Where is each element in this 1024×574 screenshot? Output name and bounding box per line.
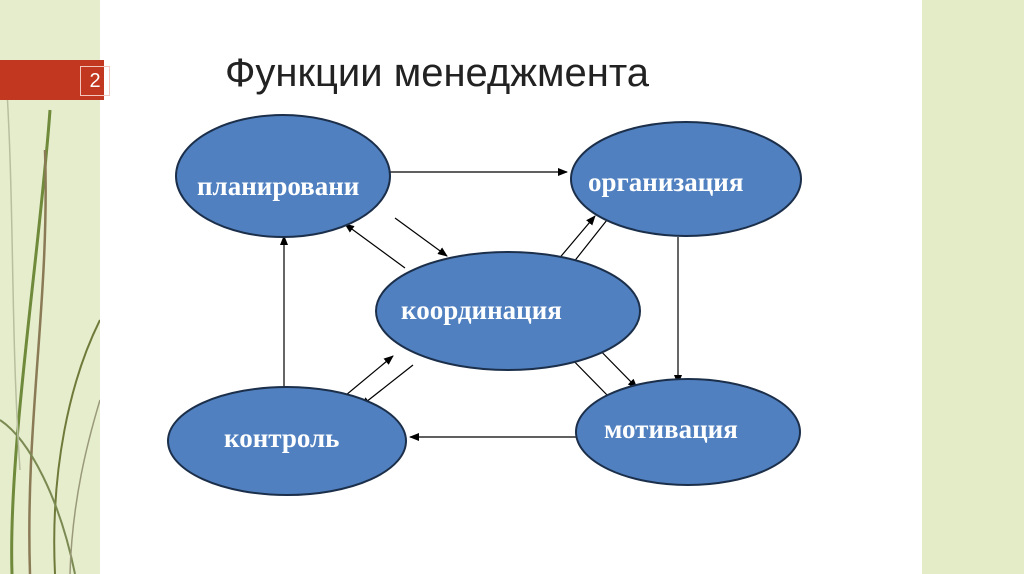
slide-title: Функции менеджмента <box>225 51 649 95</box>
node-control-label: контроль <box>224 423 339 453</box>
node-organization-shape <box>570 121 802 237</box>
node-planning: планировани е <box>175 114 391 239</box>
arrow-coordination-to-organization <box>556 215 596 262</box>
node-coordination-shape <box>375 251 641 371</box>
node-motivation-label: мотивация <box>604 414 738 444</box>
node-control: контроль <box>167 386 407 496</box>
right-side-panel <box>922 0 1024 574</box>
arrow-planning-to-coordination <box>394 217 448 257</box>
node-organization-label: организация <box>588 167 743 197</box>
node-coordination-label: координация <box>401 295 562 325</box>
decorative-grass-lines <box>0 59 100 574</box>
node-planning-label: планировани <box>197 171 359 201</box>
arrow-control-to-coordination <box>339 355 394 401</box>
node-planning-shape <box>175 114 391 238</box>
arrow-coordination-to-planning <box>344 223 406 269</box>
node-coordination: координация <box>375 251 641 371</box>
slide-number: 2 <box>80 66 110 96</box>
node-motivation-shape <box>575 378 801 486</box>
node-motivation: мотивация <box>575 378 801 486</box>
node-planning-label-wrap: е <box>197 209 209 239</box>
arrow-coordination-to-control <box>360 364 414 407</box>
node-organization: организация <box>570 121 802 237</box>
node-control-shape <box>167 386 407 496</box>
